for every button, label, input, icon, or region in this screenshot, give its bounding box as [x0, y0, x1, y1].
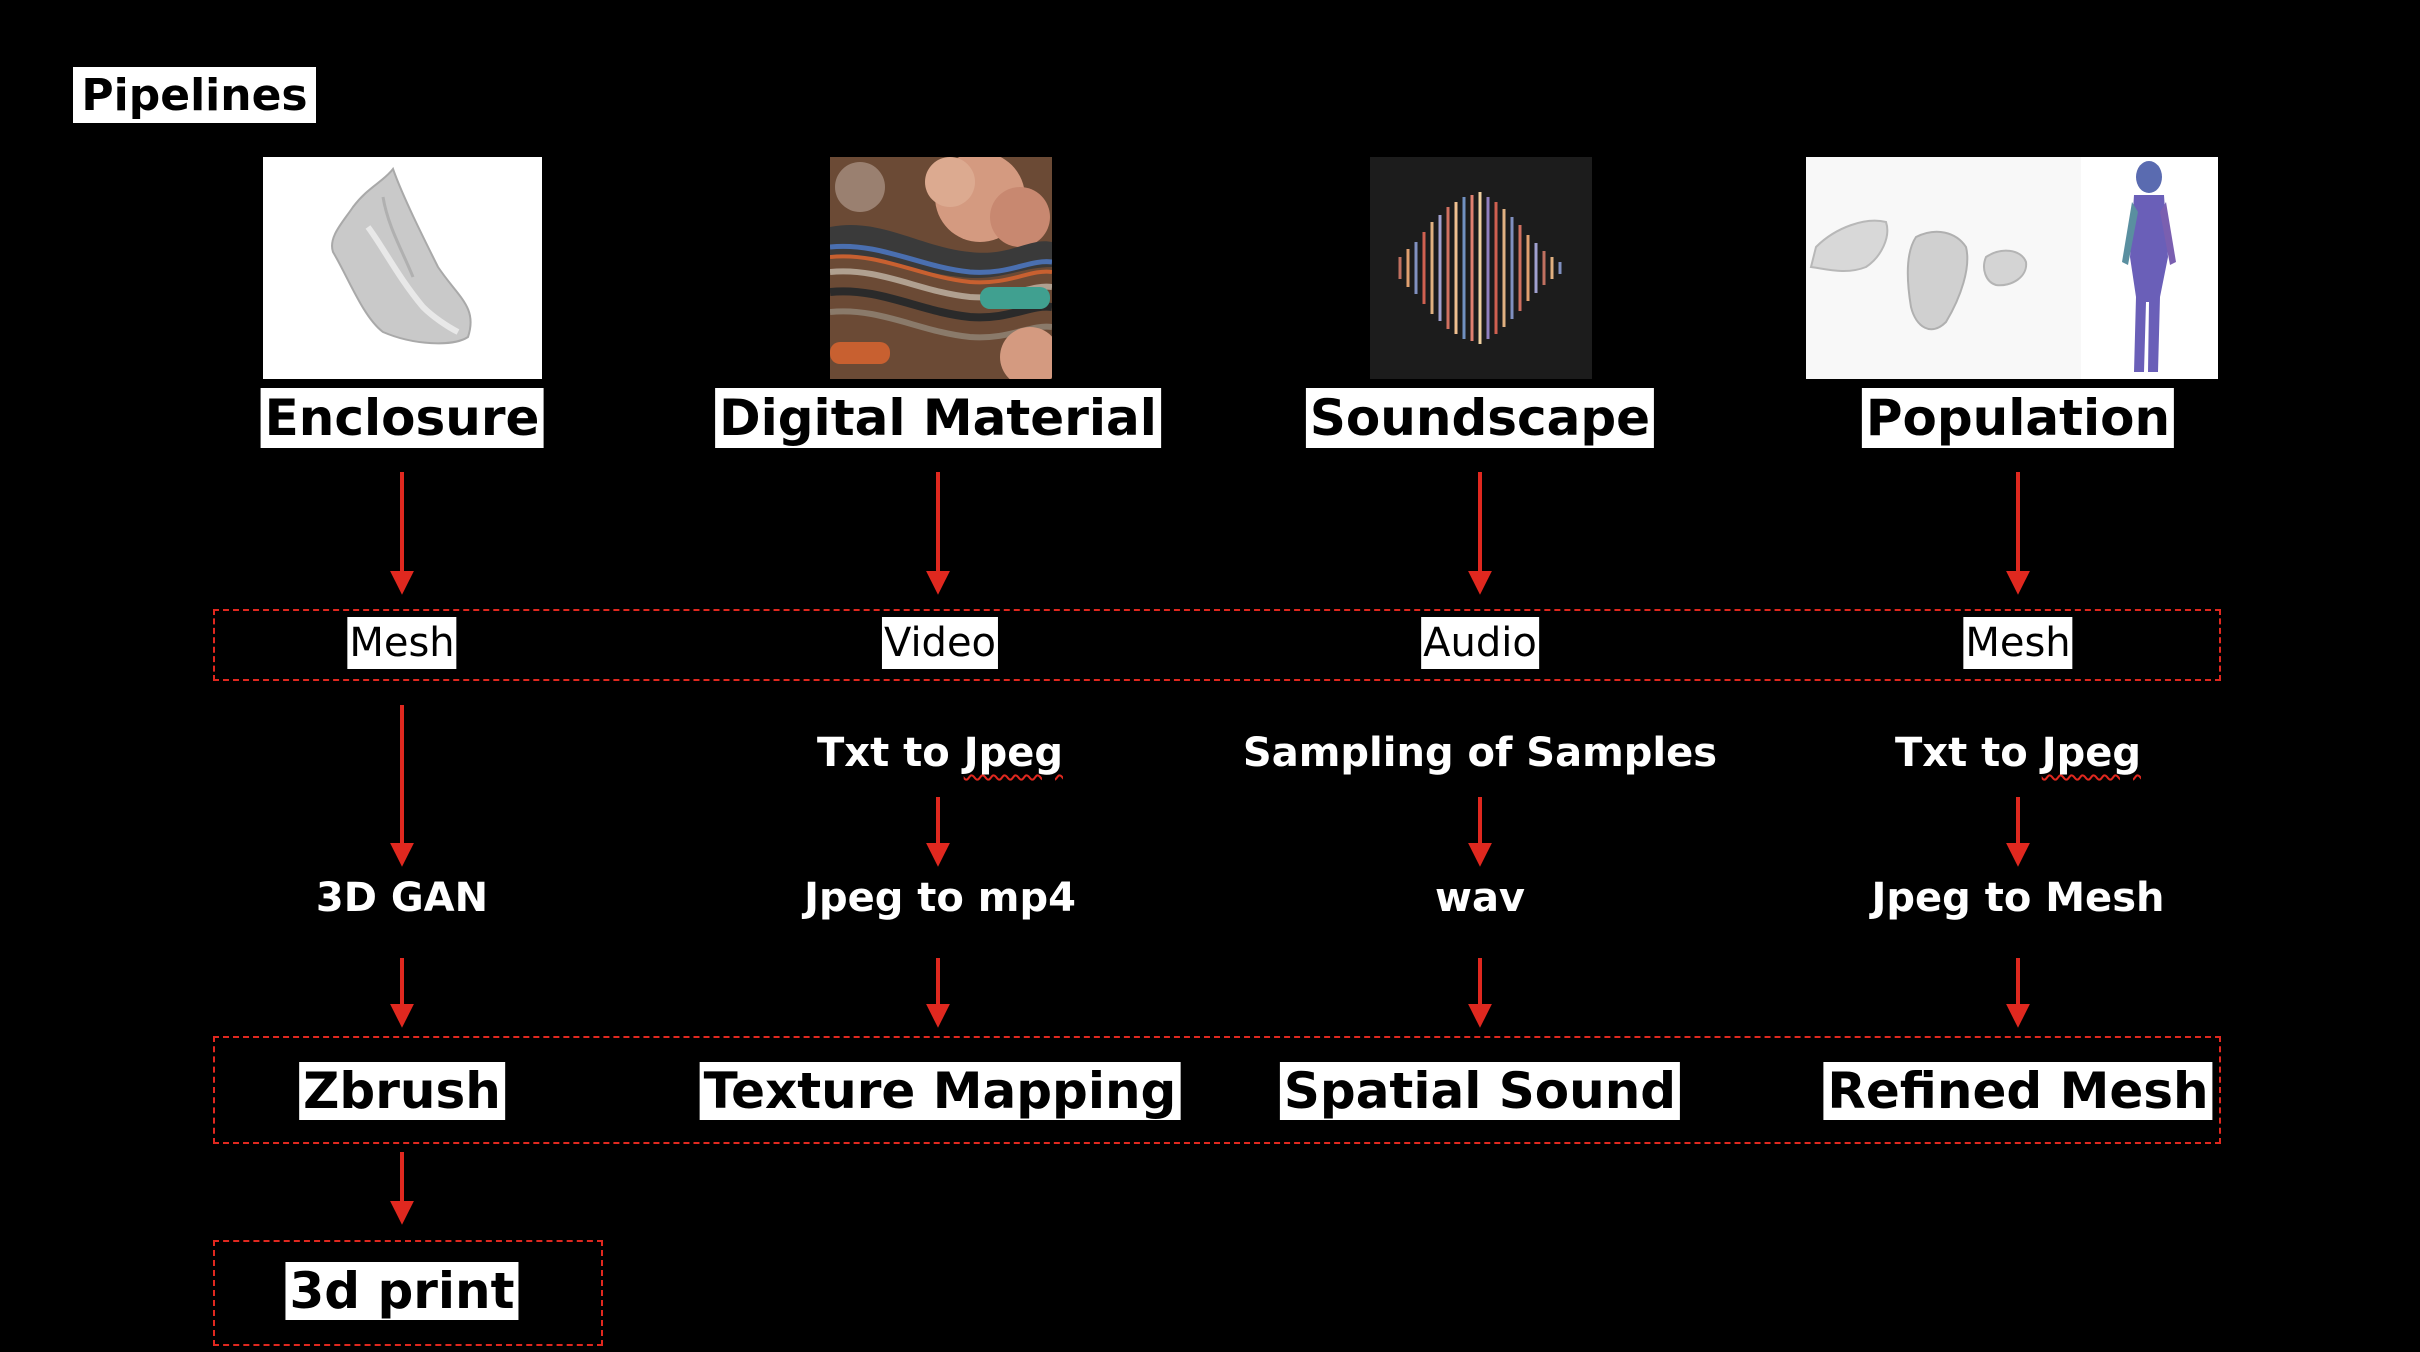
output-spatial-sound: Spatial Sound: [1279, 1062, 1681, 1120]
figures-mesh-icon: [1806, 157, 2218, 379]
step-txt-to-jpeg: Txt to Jpeg: [817, 728, 1063, 778]
step-jpeg-label-population: Jpeg: [2041, 730, 2141, 776]
output-zbrush: Zbrush: [299, 1062, 505, 1120]
step-3d-gan: 3D GAN: [315, 875, 489, 921]
format-group-box: [213, 609, 2221, 681]
format-mesh: Mesh: [347, 617, 457, 669]
format-audio: Audio: [1421, 617, 1539, 669]
page-title: Pipelines: [73, 67, 316, 123]
final-box: [213, 1240, 603, 1346]
waveform-icon: [1370, 157, 1592, 379]
header-enclosure: Enclosure: [260, 388, 544, 448]
step-jpeg-label: Jpeg: [963, 730, 1063, 776]
rock-texture-icon: [830, 157, 1052, 379]
step-txt-to-jpeg-population: Txt to Jpeg: [1895, 728, 2141, 778]
step-jpeg-to-mp4: Jpeg to mp4: [804, 875, 1076, 921]
step-txt-to-label-population: Txt to: [1895, 730, 2042, 776]
step-sampling: Sampling of Samples: [1242, 730, 1718, 776]
header-digital-material: Digital Material: [715, 388, 1161, 448]
step-jpeg-to-mesh: Jpeg to Mesh: [1871, 875, 2165, 921]
format-mesh-population: Mesh: [1963, 617, 2073, 669]
format-video: Video: [881, 617, 999, 669]
mesh-shard-icon: [263, 157, 542, 379]
header-soundscape: Soundscape: [1305, 388, 1655, 448]
output-group-box: [213, 1036, 2221, 1144]
output-refined-mesh: Refined Mesh: [1823, 1062, 2213, 1120]
final-3d-print: 3d print: [285, 1262, 519, 1320]
step-wav: wav: [1434, 875, 1526, 921]
output-texture-mapping: Texture Mapping: [699, 1062, 1181, 1120]
header-population: Population: [1861, 388, 2175, 448]
step-txt-to-label: Txt to: [817, 730, 964, 776]
